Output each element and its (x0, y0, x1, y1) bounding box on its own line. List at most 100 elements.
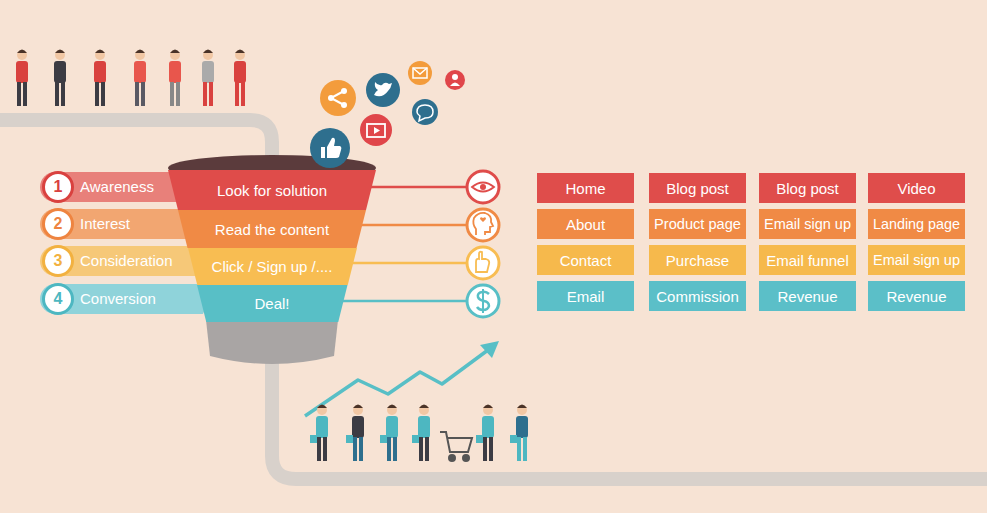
band-label: Deal! (254, 295, 289, 312)
share-icon (320, 80, 356, 116)
person-figure (94, 50, 106, 107)
dollar-icon (482, 289, 484, 313)
funnel-spout (206, 320, 338, 364)
content-box: Revenue (759, 281, 856, 311)
video-icon (374, 127, 380, 134)
stage-number: 1 (54, 178, 63, 196)
content-box: Email sign up (759, 209, 856, 239)
content-box: Revenue (868, 281, 965, 311)
leader-line (355, 224, 466, 227)
person-figure (380, 405, 398, 462)
person-figure (134, 50, 146, 107)
stage-pill: 4Conversion (40, 284, 215, 314)
content-box: Blog post (759, 173, 856, 203)
funnel-band: Read the content (178, 210, 366, 248)
content-box: Home (537, 173, 634, 203)
hand-icon (476, 252, 489, 272)
content-box: About (537, 209, 634, 239)
chat-icon (412, 99, 438, 125)
person-figure (510, 405, 528, 462)
eye-icon (467, 171, 499, 203)
path-road (0, 120, 272, 160)
box-label: Contact (560, 252, 612, 269)
bird-icon (374, 82, 392, 96)
content-box: Contact (537, 245, 634, 275)
funnel-band: Deal! (197, 285, 348, 322)
like-icon (310, 128, 350, 168)
stage-number: 2 (54, 215, 63, 233)
video-icon (367, 124, 385, 137)
eye-icon (472, 183, 494, 192)
stage-icons (467, 171, 499, 317)
head-icon (473, 213, 493, 235)
box-label: Purchase (666, 252, 729, 269)
leader-line (360, 186, 466, 189)
path-road (272, 355, 987, 479)
person-figure (234, 50, 246, 107)
box-label: Revenue (777, 288, 837, 305)
share-icon (341, 88, 347, 94)
person-figure (476, 405, 494, 462)
chat-icon (417, 105, 433, 121)
box-label: About (566, 216, 605, 233)
leader-line (346, 262, 466, 265)
stage-number: 3 (54, 252, 63, 270)
like-icon (321, 138, 341, 158)
funnel-band: Look for solution (168, 170, 376, 210)
content-box: Email funnel (759, 245, 856, 275)
people (16, 50, 528, 462)
head-icon (480, 217, 486, 222)
mail-icon (413, 68, 427, 78)
content-box: Email (537, 281, 634, 311)
bird-icon (366, 73, 400, 107)
person-figure (54, 50, 66, 107)
box-label: Blog post (666, 180, 729, 197)
box-label: Email sign up (764, 216, 851, 232)
user-icon (450, 83, 460, 87)
box-label: Revenue (886, 288, 946, 305)
stage-number-circle: 1 (42, 171, 74, 203)
stage-number-circle: 3 (42, 245, 74, 277)
hand-icon (467, 247, 499, 279)
stage-label: Awareness (80, 178, 154, 196)
box-label: Email funnel (766, 252, 849, 269)
person-figure (412, 405, 430, 462)
mail-icon (408, 61, 432, 85)
content-box: Product page (649, 209, 746, 239)
leader-line (336, 300, 466, 303)
content-box: Blog post (649, 173, 746, 203)
content-box: Email sign up (868, 245, 965, 275)
content-box: Purchase (649, 245, 746, 275)
social-icons (310, 61, 465, 168)
content-box: Landing page (868, 209, 965, 239)
user-icon (445, 70, 465, 90)
person-figure (169, 50, 181, 107)
box-label: Video (897, 180, 935, 197)
dollar-icon (467, 285, 499, 317)
stage-number: 4 (54, 290, 63, 308)
content-box: Video (868, 173, 965, 203)
person-figure (202, 50, 214, 107)
box-label: Home (565, 180, 605, 197)
video-icon (360, 114, 392, 146)
stage-number-circle: 4 (42, 283, 74, 315)
funnel-band: Click / Sign up /.... (188, 248, 357, 285)
box-label: Email (567, 288, 605, 305)
band-label: Click / Sign up /.... (212, 258, 333, 275)
box-label: Landing page (873, 216, 960, 232)
box-label: Commission (656, 288, 739, 305)
share-icon (341, 102, 347, 108)
box-label: Blog post (776, 180, 839, 197)
band-label: Look for solution (217, 182, 327, 199)
growth-arrow (305, 350, 488, 416)
stage-label: Interest (80, 215, 130, 233)
shopping-cart (440, 432, 472, 461)
person-figure (16, 50, 28, 107)
box-label: Product page (654, 216, 741, 232)
share-icon (328, 95, 334, 101)
person-figure (310, 405, 328, 462)
box-label: Email sign up (873, 252, 960, 268)
person-figure (346, 405, 364, 462)
